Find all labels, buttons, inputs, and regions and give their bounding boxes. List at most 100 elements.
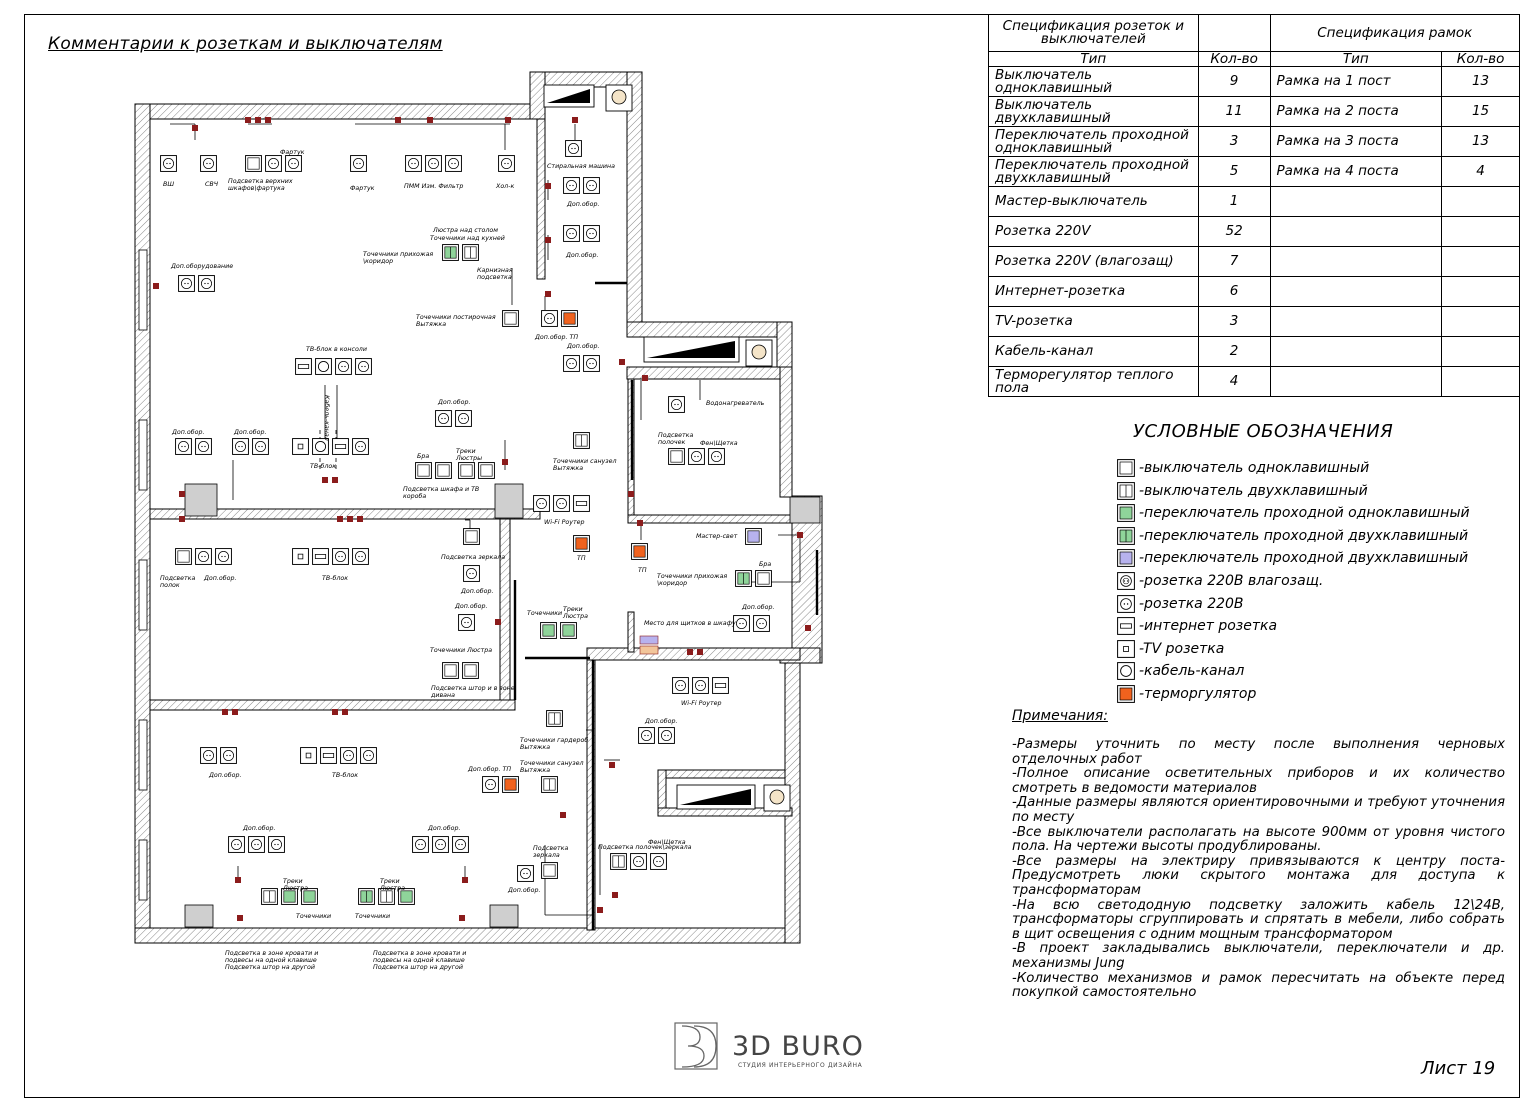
plan-label: ПММ Изм. Фильтр bbox=[404, 183, 463, 190]
fixture-wedge bbox=[680, 789, 751, 805]
wiring-marker bbox=[332, 709, 338, 715]
wiring-marker bbox=[332, 477, 338, 483]
spec-socket-type: Мастер-выключатель bbox=[988, 186, 1199, 217]
spec-sockets-header: Спецификация розеток и выключателей bbox=[988, 14, 1199, 52]
socket-icon bbox=[708, 448, 725, 465]
wall-segment bbox=[149, 699, 516, 711]
window-niche bbox=[138, 719, 148, 791]
wall-segment bbox=[586, 659, 596, 931]
wiring-marker bbox=[572, 117, 578, 123]
plan-label: Стиральная машина bbox=[547, 163, 615, 170]
spec-socket-type: Выключатель двухклавишный bbox=[988, 96, 1199, 127]
socket-icon bbox=[533, 495, 550, 512]
spec-frame-type bbox=[1269, 186, 1443, 217]
wall-segment bbox=[586, 647, 801, 661]
wiring-marker bbox=[237, 915, 243, 921]
socket-icon bbox=[195, 438, 212, 455]
note-line: -На всю светододную подсветку заложить к… bbox=[1012, 897, 1505, 942]
pass-2-icon bbox=[735, 570, 752, 587]
plan-label: Доп.обор. bbox=[454, 602, 487, 610]
wall-segment bbox=[536, 118, 546, 280]
service-box bbox=[184, 483, 218, 517]
spec-socket-qty: 2 bbox=[1197, 336, 1271, 367]
legend-item: -розетка 220В bbox=[1117, 594, 1244, 613]
wiring-marker bbox=[612, 892, 618, 898]
panel-mark bbox=[639, 635, 659, 645]
plan-label: Доп.обор. bbox=[460, 587, 493, 595]
socket-icon bbox=[268, 836, 285, 853]
wiring-marker bbox=[687, 649, 693, 655]
plan-label: Wi-Fi Роутер bbox=[544, 519, 585, 526]
plan-label: Доп.обор. bbox=[741, 603, 774, 611]
internet-icon bbox=[332, 438, 349, 455]
plan-label: Доп.обор. bbox=[644, 717, 677, 725]
plan-label: Доп.обор. bbox=[208, 771, 241, 779]
spec-socket-qty: 3 bbox=[1197, 306, 1271, 337]
wiring-marker bbox=[192, 125, 198, 131]
plan-label: Люстра над столом bbox=[432, 227, 498, 234]
legend-item: -выключатель двухклавишный bbox=[1117, 481, 1368, 500]
service-box bbox=[489, 904, 519, 928]
socket-icon bbox=[198, 275, 215, 292]
wiring-marker bbox=[619, 359, 625, 365]
plan-label: Водонагреватель bbox=[706, 400, 765, 407]
spec-socket-type: TV-розетка bbox=[988, 306, 1199, 337]
plan-label: Фен\Щетка bbox=[700, 440, 738, 447]
plan-label: Доп.обор. bbox=[565, 251, 598, 259]
socket-icon bbox=[248, 836, 265, 853]
plan-label: Точечники bbox=[527, 610, 562, 617]
spec-socket-qty: 11 bbox=[1197, 96, 1271, 127]
socket-icon bbox=[360, 747, 377, 764]
legend-label: -выключатель двухклавишный bbox=[1139, 482, 1368, 499]
legend-item: -переключатель проходной двухклавишный bbox=[1117, 549, 1468, 568]
socket-icon bbox=[178, 275, 195, 292]
heater-icon bbox=[611, 89, 627, 105]
cable-icon bbox=[315, 358, 332, 375]
wiring-marker bbox=[222, 709, 228, 715]
wiring-marker bbox=[628, 491, 634, 497]
spec-socket-qty: 9 bbox=[1197, 66, 1271, 97]
tv-icon bbox=[300, 747, 317, 764]
note-line: -Все размеры на электриру привязываются … bbox=[1012, 853, 1505, 898]
wiring-marker bbox=[232, 709, 238, 715]
spec-frame-type bbox=[1269, 366, 1443, 397]
socket-icon bbox=[200, 155, 217, 172]
wiring-marker bbox=[357, 516, 363, 522]
socket-icon bbox=[232, 438, 249, 455]
plan-label: ТВ-блок bbox=[322, 574, 348, 582]
legend-label: -терморгулятор bbox=[1139, 686, 1257, 702]
socket-icon bbox=[553, 495, 570, 512]
note-line: -Количество механизмов и рамок пересчита… bbox=[1012, 970, 1505, 1001]
spec-frame-qty bbox=[1441, 246, 1520, 277]
plan-label: Доп.обор. bbox=[203, 574, 236, 582]
plan-label: Фартук bbox=[350, 185, 375, 192]
legend-label: -розетка 220В bbox=[1139, 595, 1244, 612]
note-line: -В проект закладывались выключатели, пер… bbox=[1012, 941, 1505, 971]
plan-label: Точечники bbox=[355, 913, 390, 920]
socket-icon bbox=[753, 615, 770, 632]
switch-1-icon bbox=[478, 462, 495, 479]
spec-frame-type bbox=[1269, 306, 1443, 337]
wiring-marker bbox=[347, 516, 353, 522]
internet-icon bbox=[295, 358, 312, 375]
wall-segment bbox=[134, 103, 531, 120]
wiring-marker bbox=[179, 491, 185, 497]
wiring-marker bbox=[322, 477, 328, 483]
socket-icon bbox=[583, 355, 600, 372]
plan-walls bbox=[134, 71, 823, 944]
plan-label: Точечники Люстра bbox=[430, 647, 492, 654]
socket-icon bbox=[228, 836, 245, 853]
wall-segment bbox=[626, 366, 793, 380]
socket-icon bbox=[583, 177, 600, 194]
cable-icon bbox=[312, 438, 329, 455]
legend-item: -кабель-канал bbox=[1117, 662, 1244, 681]
spec-socket-type: Розетка 220V (влагозащ) bbox=[988, 246, 1199, 277]
plan-label: Доп.обор. ТП bbox=[467, 765, 511, 773]
